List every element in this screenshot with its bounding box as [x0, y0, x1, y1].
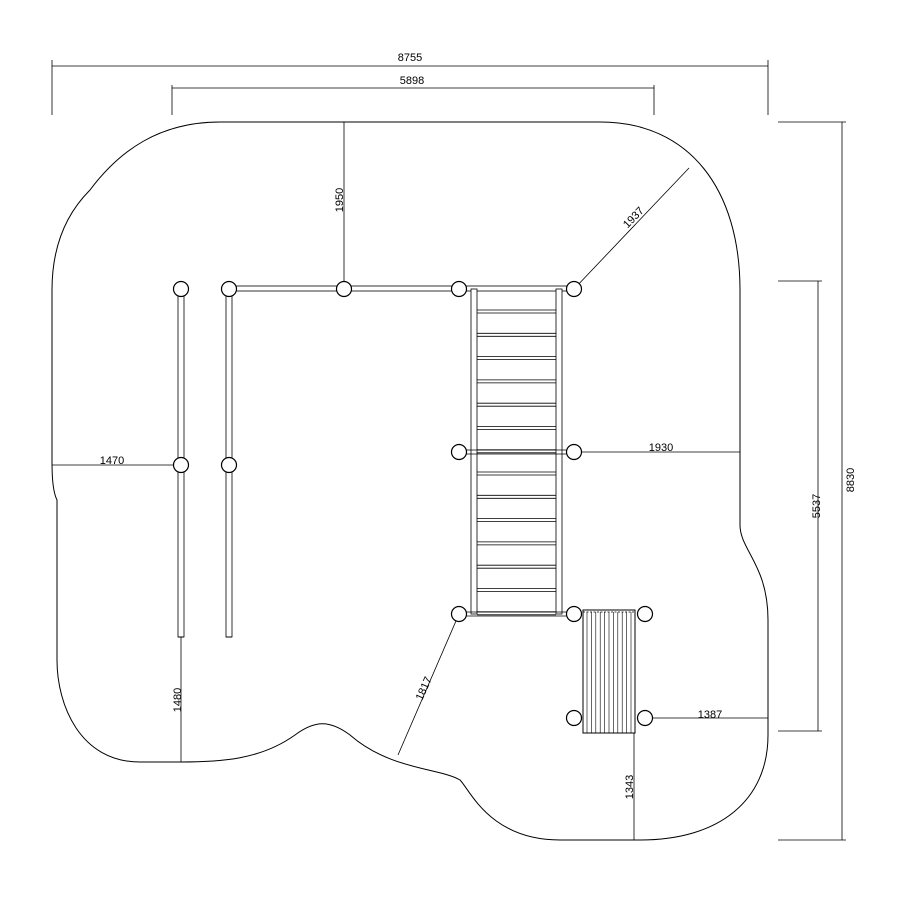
post-circle — [172, 456, 190, 474]
dimension-slide-bottom-clearance: 1343 — [624, 733, 636, 840]
dimension-label-inner-height: 5537 — [811, 494, 823, 518]
dimension-label-inner-width: 5898 — [400, 75, 424, 87]
dimension-label-overall-height: 8830 — [845, 468, 857, 492]
post-circle — [450, 443, 468, 461]
dimension-overall-width: 8755 — [51, 52, 769, 115]
dimension-label-overall-width: 8755 — [398, 52, 422, 64]
horizontal-bar-top — [228, 285, 575, 292]
post-circle — [450, 280, 468, 298]
post-circle — [636, 605, 654, 623]
post-circle — [172, 280, 190, 298]
ladder-rungs — [477, 309, 556, 616]
slide — [582, 609, 636, 734]
safety-zone-outline — [51, 121, 769, 841]
post-circle — [220, 280, 238, 298]
dimension-label-left-clearance: 1470 — [100, 455, 124, 467]
post-circle — [450, 605, 468, 623]
post-circle — [565, 605, 583, 623]
post-circle — [565, 280, 583, 298]
dimension-label-slide-right-clearance: 1387 — [698, 709, 722, 721]
dimension-overall-height: 8830 — [778, 121, 857, 841]
dimension-label-slide-bottom-clearance: 1343 — [624, 775, 636, 799]
dimension-bottom-left-clearance: 1480 — [172, 637, 184, 762]
dimension-slide-right-clearance: 1387 — [645, 709, 768, 721]
dimension-label-corner-clearance: 1937 — [621, 205, 647, 231]
dimension-left-clearance: 1470 — [52, 455, 181, 467]
dimension-label-diagonal-clearance: 1817 — [414, 675, 435, 702]
dimension-inner-width: 5898 — [171, 75, 655, 115]
dimension-label-top-to-bar: 1950 — [334, 188, 346, 212]
dimension-label-bottom-left-clearance: 1480 — [172, 688, 184, 712]
dimension-top-to-bar: 1950 — [334, 122, 346, 289]
dimension-inner-height: 5537 — [778, 280, 823, 732]
post-circle — [565, 709, 583, 727]
dimension-diagonal-clearance: 1817 — [397, 613, 460, 756]
dimension-corner-clearance: 1937 — [573, 167, 690, 290]
post-circle — [335, 280, 353, 298]
dimension-label-right-clearance: 1930 — [649, 442, 673, 454]
post-circle — [636, 709, 654, 727]
post-circle — [565, 443, 583, 461]
post-circle — [220, 456, 238, 474]
dimension-right-clearance: 1930 — [574, 442, 740, 454]
